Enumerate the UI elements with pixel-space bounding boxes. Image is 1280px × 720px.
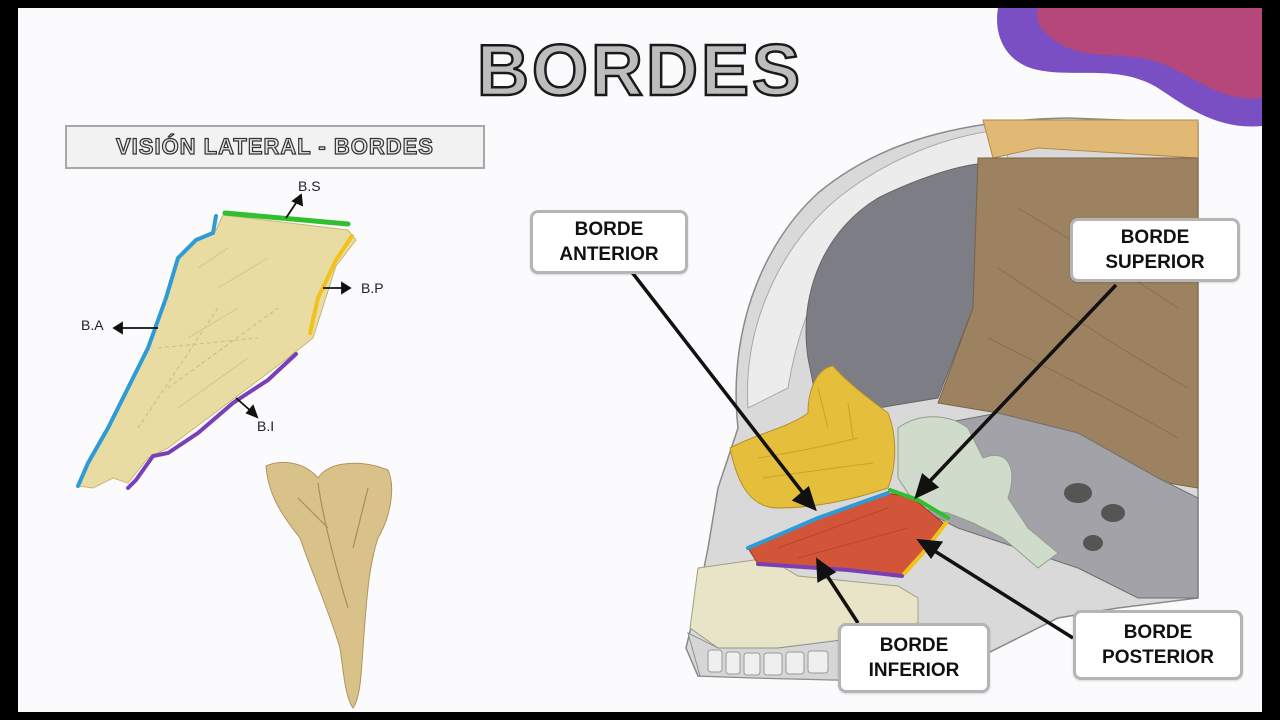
diagram-canvas	[76, 8, 1262, 709]
vomer-border-anterior	[746, 491, 890, 550]
label-bs: B.S	[298, 178, 321, 194]
decorative-blob	[997, 8, 1262, 127]
bone-border-inferior	[126, 352, 298, 490]
label-bp: B.P	[361, 280, 384, 296]
bone-lateral-view	[77, 214, 357, 489]
callout-borde-superior: BORDE SUPERIOR	[1070, 218, 1240, 282]
callout-borde-anterior-text: BORDE ANTERIOR	[559, 219, 659, 265]
bone-border-anterior	[76, 214, 218, 488]
callout-borde-posterior-text: BORDE POSTERIOR	[1102, 622, 1214, 668]
callout-borde-inferior-text: BORDE INFERIOR	[868, 635, 960, 681]
vomer-border-superior	[888, 488, 950, 520]
subtitle-text: VISIÓN LATERAL - BORDES	[115, 133, 434, 159]
callout-borde-superior-text: BORDE SUPERIOR	[1105, 227, 1205, 273]
callout-borde-inferior: BORDE INFERIOR	[838, 623, 990, 693]
bone-border-posterior	[308, 234, 354, 335]
vomer-border-posterior	[902, 521, 948, 576]
bone-anterior-view	[265, 461, 393, 709]
bone-border-superior	[222, 210, 351, 227]
leader-lines	[629, 269, 1118, 640]
page-title: BORDES	[476, 30, 804, 113]
callout-borde-anterior: BORDE ANTERIOR	[530, 210, 688, 274]
skull-section	[685, 117, 1199, 681]
slide: BORDES VISIÓN LATERAL - BORDES B.S B.P B…	[18, 8, 1262, 712]
label-ba: B.A	[81, 317, 104, 333]
small-arrows	[112, 193, 352, 419]
callout-borde-posterior: BORDE POSTERIOR	[1073, 610, 1243, 680]
subtitle-banner: VISIÓN LATERAL - BORDES	[65, 125, 485, 169]
label-bi: B.I	[257, 418, 275, 434]
